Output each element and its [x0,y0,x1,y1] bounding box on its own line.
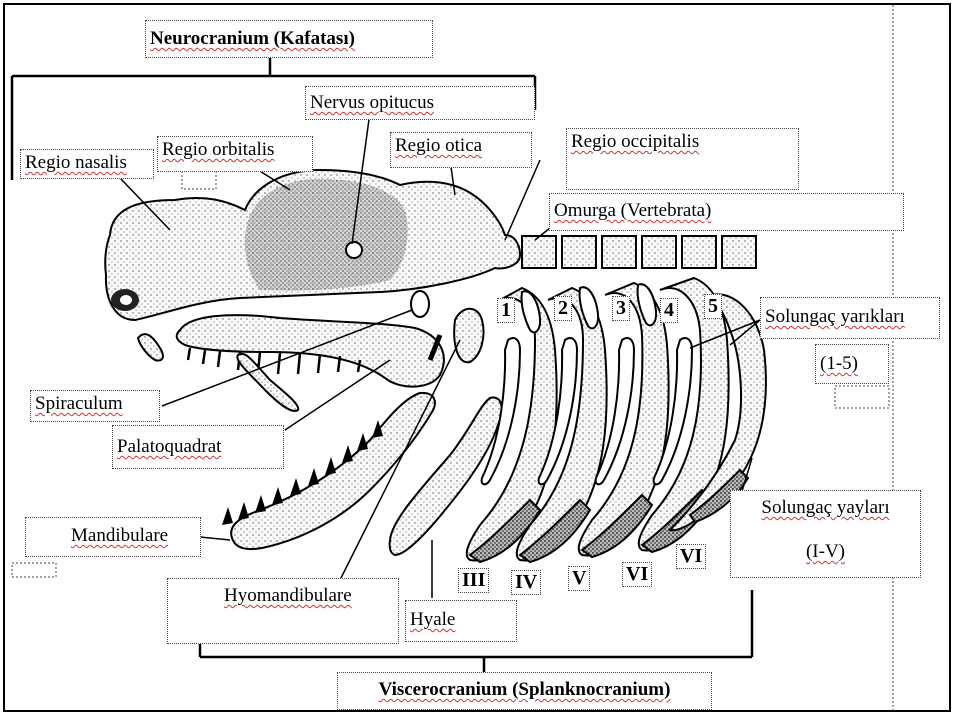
nervus-label: Nervus opitucus [305,86,535,120]
solungac-yariklari-range: (1-5) [815,344,889,384]
slit-number-5: 5 [704,294,722,319]
hyale-label: Hyale [405,600,517,642]
palatoquadrat-shape [177,315,444,387]
spiraculum-label: Spiraculum [30,390,160,422]
regio-otica-label: Regio otica [390,132,532,168]
regio-occipitalis-label: Regio occipitalis [566,128,799,190]
labial-cartilage-1 [138,334,163,360]
slit-number-1: 1 [497,298,515,323]
slit-number-2: 2 [554,296,572,321]
slit-number-3: 3 [612,296,630,321]
solungac-yaylari-label: Solungaç yayları(I-V) [730,490,921,578]
arch-numeral-3: III [458,568,489,593]
slit-number-4: 4 [660,298,678,323]
viscerocranium-label: Viscerocranium (Splanknocranium) [337,672,712,710]
solungac-yariklari-label: Solungaç yarıkları [760,297,940,339]
hyomandibulare-shape [454,309,483,363]
arch-numeral-6a: VI [622,562,652,587]
labial-cartilage-2 [237,354,298,411]
mandibulare-label: Mandibulare [25,517,201,557]
palatoquadrat-label: Palatoquadrat [112,425,284,469]
arch-numeral-5: V [568,566,590,591]
neurocranium-label: Neurocranium (Kafatası) [145,20,433,58]
omurga-label: Omurga (Vertebrata) [549,193,904,231]
vertebrae [522,236,756,268]
regio-nasalis-label: Regio nasalis [20,149,154,179]
arch-numeral-6b: VI [676,544,706,569]
neurocranium-shape [105,170,520,320]
spiraculum-shape [411,291,429,317]
regio-orbitalis-label: Regio orbitalis [157,136,313,172]
arch-numeral-4: IV [511,570,541,595]
hyomandibulare-label: Hyomandibulare [167,578,399,644]
